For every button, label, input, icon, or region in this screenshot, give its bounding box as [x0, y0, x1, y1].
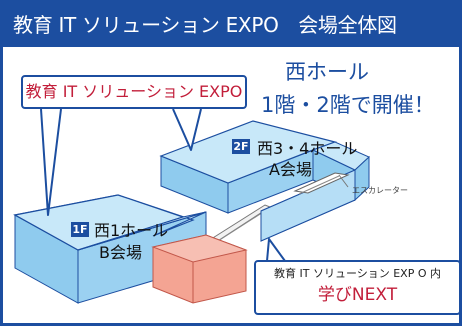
west-hall-title: 西ホール: [285, 60, 369, 84]
hall-2f-name: 西3・4ホール: [257, 139, 358, 158]
next-callout-title: 学びNEXT: [317, 285, 398, 305]
area-b-block: [151, 234, 248, 304]
escalator-shape: [293, 172, 350, 195]
venue-diagram: [13, 108, 370, 304]
escalator-label: エスカレーター: [352, 186, 408, 195]
hall-2f-venue: A会場: [269, 160, 312, 179]
hall-1f-name: 西1ホール: [94, 221, 169, 240]
header-bar: 教育 IT ソリューション EXPO 会場全体図: [3, 3, 462, 47]
callout-pointers: [40, 108, 286, 262]
floor-badge-1f: 1F: [71, 222, 89, 237]
expo-callout: 教育 IT ソリューション EXPO: [21, 75, 247, 109]
page-title: 教育 IT ソリューション EXPO 会場全体図: [13, 13, 397, 37]
floor-badge-2f: 2F: [232, 139, 250, 154]
west-hall-subtitle: 1階・2階で開催！: [261, 93, 435, 117]
next-callout-context: 教育 IT ソリューション EXP O 内: [273, 267, 441, 280]
next-callout: 教育 IT ソリューション EXP O 内 学びNEXT: [254, 260, 461, 315]
hall-1f-venue: B会場: [99, 243, 142, 262]
expo-callout-label: 教育 IT ソリューション EXPO: [25, 82, 243, 101]
